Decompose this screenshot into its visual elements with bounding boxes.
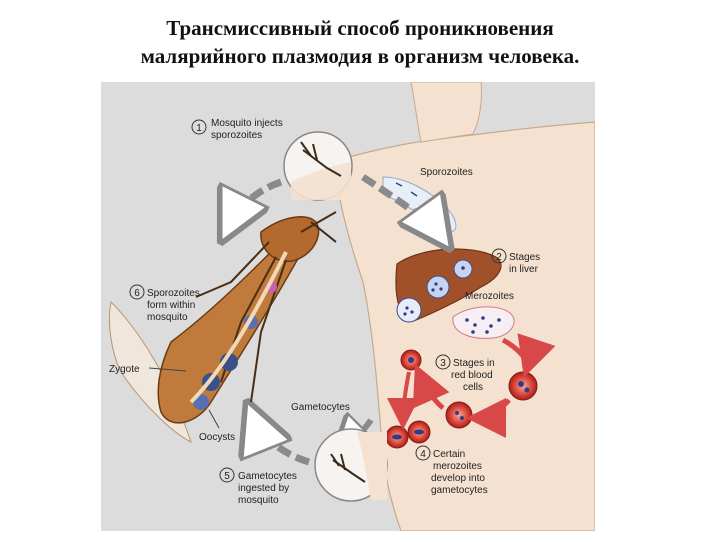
step-5-line-2: ingested by — [238, 483, 289, 494]
step-4-line-3: develop into — [431, 473, 485, 484]
slide-title: Трансмиссивный способ проникновения маля… — [0, 14, 720, 70]
lifecycle-diagram: 1 Mosquito injects sporozoites Sporozoit… — [108, 82, 595, 531]
title-line-1: Трансмиссивный способ проникновения — [166, 16, 554, 40]
rbc-schizont — [445, 401, 473, 429]
step-3-line-2: red blood — [451, 370, 493, 381]
step-5-line-1: Gametocytes — [238, 471, 297, 482]
step-2-badge — [491, 248, 507, 264]
rbc-cycle-arrow-2 — [466, 397, 511, 438]
mosquito-thorax — [260, 216, 320, 263]
step-6-label: 6 Sporozoites form within mosquito — [129, 284, 200, 323]
cycle-arrow-bottom — [251, 412, 311, 466]
free-merozoites-blob — [452, 306, 515, 339]
step-3-line-1: Stages in — [453, 358, 495, 369]
step-1-label: 1 Mosquito injects sporozoites — [191, 118, 283, 141]
step-5-label: 5 Gametocytes ingested by mosquito — [219, 467, 297, 506]
step-3-badge — [435, 354, 451, 370]
step-6-line-2: form within — [147, 300, 195, 311]
step-4-line-2: merozoites — [433, 461, 482, 472]
liver-merozoite-cluster — [396, 297, 422, 323]
cycle-arrow-injection — [361, 174, 444, 240]
step-2-line-1: Stages — [509, 252, 540, 263]
step-1-number: 1 — [196, 123, 202, 134]
human-neck — [410, 82, 482, 143]
label-oocysts: Oocysts — [199, 432, 235, 443]
oocysts-pointer — [208, 409, 220, 429]
rbc-to-gametocyte-arrow — [387, 371, 420, 430]
step-4-number: 4 — [420, 449, 426, 460]
step-1-line-2: sporozoites — [211, 130, 262, 141]
step-6-badge — [129, 284, 145, 300]
malaria-lifecycle-figure: 1 Mosquito injects sporozoites Sporozoit… — [101, 82, 595, 531]
cycle-arrow-top — [226, 178, 283, 232]
inset-bite-skin — [291, 162, 351, 200]
inset-ingest-skin — [357, 432, 387, 500]
step-6-line-3: mosquito — [147, 312, 188, 323]
step-2-label: 2 Stages in liver — [491, 248, 540, 275]
step-3-number: 3 — [440, 358, 446, 369]
mosquito-body — [108, 211, 337, 443]
label-merozoites: Merozoites — [465, 291, 514, 302]
step-4-line-1: Certain — [433, 449, 465, 460]
rbc-cycle-arrow-1 — [501, 333, 556, 378]
mosquito-gut-channel — [189, 251, 288, 404]
step-4-badge — [415, 445, 431, 461]
inset-ingest-mosquito — [330, 453, 366, 483]
step-6-line-1: Sporozoites — [147, 288, 200, 299]
step-6-number: 6 — [134, 288, 140, 299]
step-3-line-3: cells — [463, 382, 483, 393]
step-5-badge — [219, 467, 235, 483]
mosquito-abdomen — [157, 238, 301, 424]
step-5-number: 5 — [224, 471, 230, 482]
step-3-label: 3 Stages in red blood cells — [435, 354, 495, 393]
step-2-number: 2 — [496, 252, 502, 263]
step-4-line-4: gametocytes — [431, 485, 488, 496]
label-gametocytes: Gametocytes — [291, 402, 350, 413]
step-4-label: 4 Certain merozoites develop into gameto… — [415, 445, 488, 496]
liver-schizont — [426, 275, 450, 299]
rbc-cycle-arrow-3 — [412, 363, 450, 410]
zygote-pointer — [148, 367, 187, 372]
inset-bite-mosquito — [300, 141, 342, 177]
step-1-badge — [191, 119, 207, 135]
step-2-line-2: in liver — [509, 264, 539, 275]
mosquito-proboscis — [310, 221, 337, 243]
label-sporozoites: Sporozoites — [420, 167, 473, 178]
title-line-2: малярийного плазмодия в организм человек… — [140, 44, 580, 68]
step-5-line-3: mosquito — [238, 495, 279, 506]
step-1-line-1: Mosquito injects — [211, 118, 283, 129]
label-zygote: Zygote — [109, 364, 140, 375]
